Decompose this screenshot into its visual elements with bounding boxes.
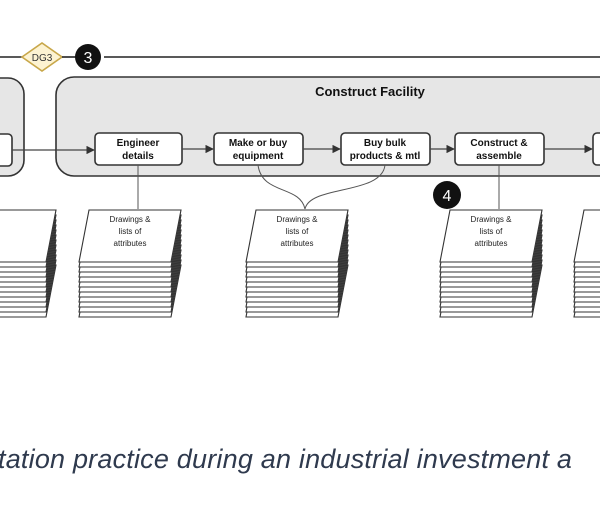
doc-stack-label: Drawings & [471, 215, 513, 224]
document-stack-engineer: Drawings & lists of attributes [78, 209, 182, 318]
step-label-line1: Construct & [470, 138, 527, 149]
step-label-line2: assemble [476, 151, 522, 162]
step-label-line2: products & mtl [350, 151, 421, 162]
document-stack-construction: Drawings & lists of attributes [439, 209, 543, 318]
paper-sheet [439, 209, 543, 263]
document-stacks: Drawings & lists of attributes Drawings & li… [0, 209, 600, 318]
step-engineer-details: Engineer details [94, 132, 183, 166]
step-label-line2: details [122, 151, 154, 162]
step-label-line1: Engineer [117, 138, 160, 149]
figure-caption: tation practice during an industrial inv… [0, 444, 573, 474]
doc-stack-label: lists of [480, 227, 503, 236]
document-stack-procurement: Drawings & lists of attributes [245, 209, 349, 318]
paper-sheet [0, 209, 57, 263]
previous-step-box [0, 133, 13, 167]
step-make-or-buy-equipment: Make or buy equipment [213, 132, 304, 166]
document-stack-right-partial [573, 209, 600, 318]
doc-stack-label: lists of [119, 227, 142, 236]
doc-stack-label: attributes [475, 239, 508, 248]
doc-stack-label: attributes [114, 239, 147, 248]
paper-sheet [573, 209, 600, 263]
step-label-line2: equipment [233, 151, 284, 162]
decision-gate-dg3: DG3 [20, 42, 64, 72]
milestone-marker-4: 4 [433, 181, 461, 209]
paper-sheet [245, 209, 349, 263]
doc-stack-label: attributes [281, 239, 314, 248]
step-construct-and-assemble: Construct & assemble [454, 132, 545, 166]
connector-equipment-docs [257, 164, 306, 210]
step-buy-bulk-products: Buy bulk products & mtl [340, 132, 431, 166]
step-label-line1: Make or buy [229, 138, 288, 149]
step-label-line1: Buy bulk [364, 138, 407, 149]
phase-title: Construct Facility [315, 84, 426, 99]
dg3-label: DG3 [32, 53, 53, 64]
document-stack-left-partial [0, 209, 57, 318]
doc-stack-label: Drawings & [277, 215, 319, 224]
milestone-3-label: 3 [84, 50, 93, 67]
next-step-box [592, 132, 600, 166]
milestone-marker-3: 3 [75, 44, 101, 70]
doc-stack-label: lists of [286, 227, 309, 236]
connector-bulk-docs [304, 164, 386, 210]
paper-sheet [78, 209, 182, 263]
doc-stack-label: Drawings & [110, 215, 152, 224]
milestone-4-label: 4 [443, 188, 452, 205]
